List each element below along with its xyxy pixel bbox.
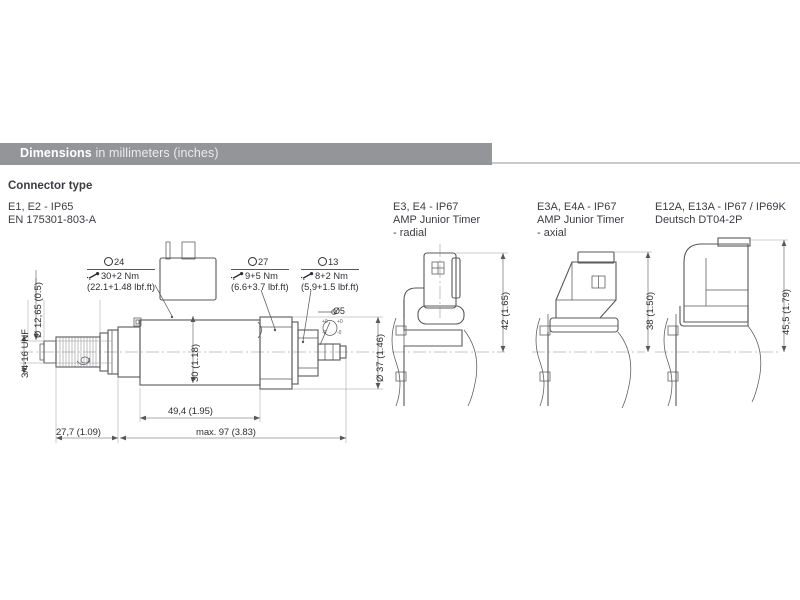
connector-label-e12a-e13a-line1: E12A, E13A - IP67 / IP69K xyxy=(655,201,786,213)
dim-len-total: max. 97 (3.83) xyxy=(196,427,256,438)
callout-hex-13-lbf: (5.9+1.5 lbf.ft) xyxy=(301,281,359,292)
callout-hex-27: 27 9+5 Nm (6.6+3.7 lbf.ft) xyxy=(231,257,289,293)
hex-size-icon xyxy=(318,257,327,266)
dim-bore-dia: Ø 12,65 (0.5) xyxy=(33,282,44,338)
callout-hex-13-size: 13 xyxy=(328,257,339,267)
svg-text:-0: -0 xyxy=(337,330,342,336)
callout-hex-24-size: 24 xyxy=(114,257,125,267)
connector-drawing-radial xyxy=(391,244,508,407)
hex-size-icon xyxy=(104,257,113,266)
band-title: Dimensions xyxy=(20,146,92,160)
connector-label-e3a-e4a-line2: AMP Junior Timer xyxy=(537,214,625,226)
hex-size-icon xyxy=(248,257,257,266)
dim-len-mid: 49,4 (1.95) xyxy=(168,406,213,417)
callout-hex-27-torque-row: 9+5 Nm xyxy=(231,271,289,282)
callout-hex-13-nm: 8+2 Nm xyxy=(315,270,348,281)
callout-rule xyxy=(87,269,155,270)
callout-hex-27-nm: 9+5 Nm xyxy=(245,270,278,281)
callout-hex-24: 24 30+2 Nm (22.1+1.48 lbf.ft) xyxy=(87,257,155,293)
connector-label-e1-e2-line1: E1, E2 - IP65 xyxy=(8,201,74,213)
connector-drawing-axial xyxy=(532,251,652,409)
callout-hex-24-torque-row: 30+2 Nm xyxy=(87,271,155,282)
svg-text:-0: -0 xyxy=(322,330,327,336)
dim-len-left: 27,7 (1.09) xyxy=(56,427,101,438)
callout-hex-24-lbf: (22.1+1.48 lbf.ft) xyxy=(87,281,155,292)
callout-rule xyxy=(301,269,359,270)
page-title: Connector type xyxy=(8,180,93,192)
dim-height-deutsch: 45,5 (1.79) xyxy=(781,289,792,335)
dim-port-dia: Ø 37 (1.46) xyxy=(375,333,386,382)
callout-hex-27-lbf: (6.6+3.7 lbf.ft) xyxy=(231,281,289,292)
connector-drawing-deutsch xyxy=(655,237,788,407)
callout-rule xyxy=(231,269,289,270)
band-rule xyxy=(492,162,800,164)
wrench-icon xyxy=(87,271,100,280)
band-background xyxy=(0,143,492,165)
callout-hex-13-torque-row: 8+2 Nm xyxy=(301,271,359,282)
connector-label-e1-e2-line2: EN 175301-803-A xyxy=(8,214,97,226)
svg-text:+0: +0 xyxy=(337,319,343,325)
callout-hex-24-nm: 30+2 Nm xyxy=(101,270,139,281)
connector-label-e3-e4-line2: AMP Junior Timer xyxy=(393,214,481,226)
wrench-icon xyxy=(231,271,244,280)
connector-label-e3-e4-line1: E3, E4 - IP67 xyxy=(393,201,459,213)
dim-pin-dia: Ø5 xyxy=(333,306,345,316)
connector-label-e3-e4-line3: - radial xyxy=(393,227,427,239)
dimensions-band: Dimensions in millimeters (inches) xyxy=(0,143,800,165)
dim-body-height: 30 (1.18) xyxy=(190,343,201,382)
connector-label-e12a-e13a-line2: Deutsch DT04-2P xyxy=(655,214,743,226)
band-subtitle: in millimeters (inches) xyxy=(95,146,219,160)
dim-height-radial: 42 (1.65) xyxy=(500,291,511,330)
callout-hex-13: 13 8+2 Nm (5.9+1.5 lbf.ft) xyxy=(301,257,359,293)
connector-label-e3a-e4a-line3: - axial xyxy=(537,227,567,239)
dim-thread: 3/4-16 UNF xyxy=(20,328,31,378)
connector-label-e3a-e4a-line1: E3A, E4A - IP67 xyxy=(537,201,617,213)
dim-height-axial: 38 (1.50) xyxy=(645,291,656,330)
svg-text:+0: +0 xyxy=(322,319,328,325)
wrench-icon xyxy=(301,271,314,280)
band-text: Dimensions in millimeters (inches) xyxy=(20,146,219,160)
callout-hex-27-size: 27 xyxy=(258,257,269,267)
